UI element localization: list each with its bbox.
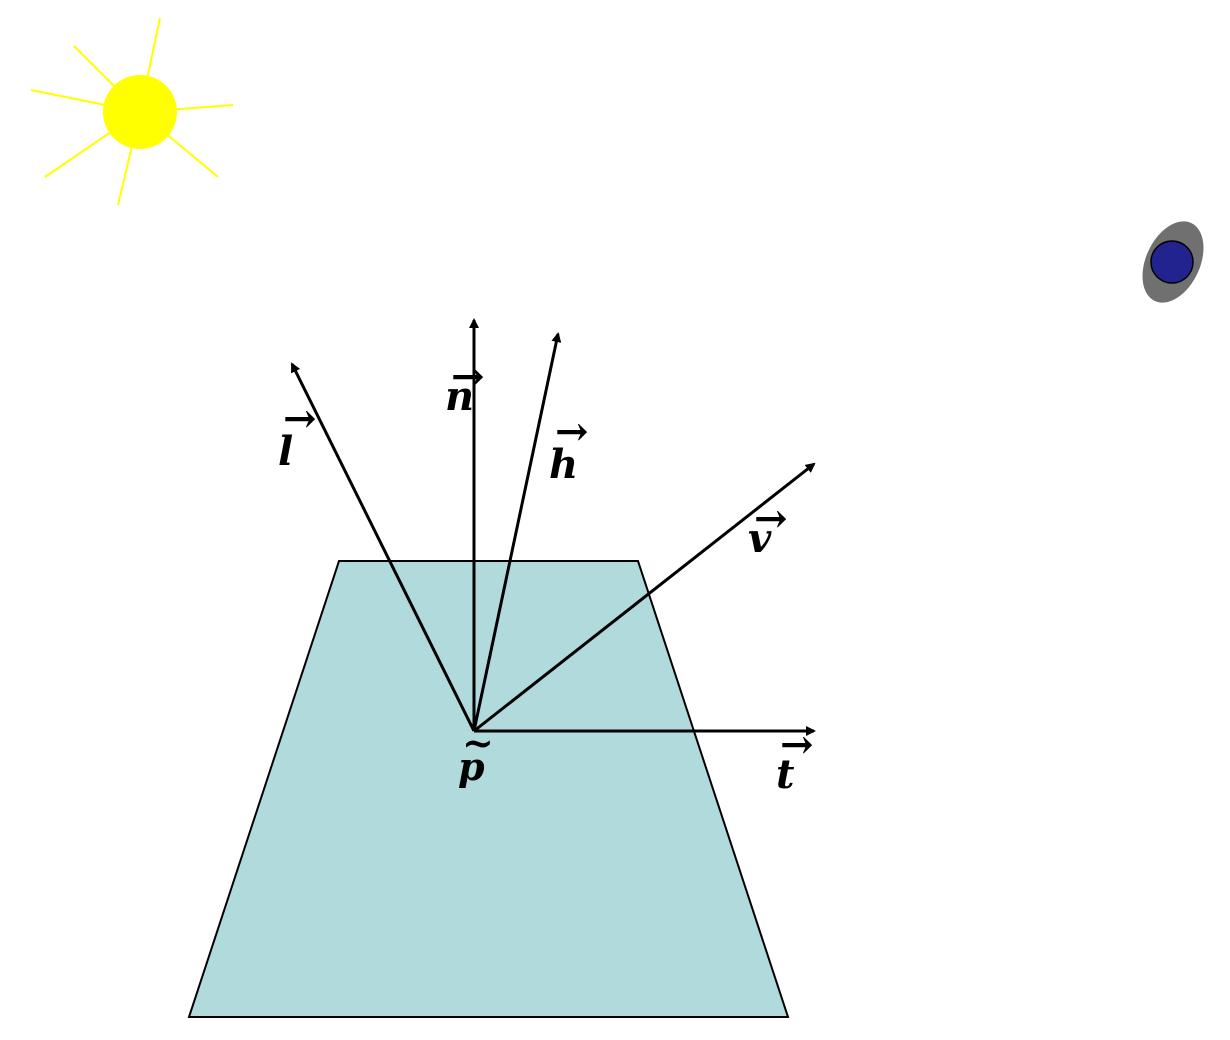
vector-l-accent: → — [283, 395, 317, 442]
vector-n-text: n — [445, 373, 474, 420]
vector-l-arrow — [290, 362, 476, 732]
vector-v-text: v — [748, 515, 772, 562]
vector-h-arrow — [472, 332, 562, 732]
point-p-text: p — [458, 744, 485, 789]
vector-t-label: → t — [776, 721, 814, 798]
vector-h-label: → h — [549, 408, 589, 488]
vector-l-label: → l — [278, 395, 317, 475]
vector-l-text: l — [278, 428, 293, 475]
vector-arrows — [290, 318, 816, 736]
sun-icon — [30, 17, 234, 206]
eye-icon — [1142, 221, 1204, 303]
vector-h-text: h — [549, 441, 578, 488]
vector-h-accent: → — [555, 408, 589, 455]
vector-t-accent: → — [780, 721, 814, 768]
vector-v-arrow — [473, 462, 816, 733]
surface-trapezoid — [187, 560, 790, 1018]
vector-n-label: → n — [445, 353, 485, 420]
vector-v-label: → v — [748, 495, 788, 562]
vector-t-text: t — [776, 751, 795, 798]
eye-pupil — [1150, 240, 1194, 284]
point-p-accent: ~ — [462, 720, 494, 765]
vector-v-accent: → — [754, 495, 788, 542]
sun-disk — [103, 75, 177, 149]
point-p-label: ~ p — [458, 720, 494, 789]
vector-n-accent: → — [451, 353, 485, 400]
